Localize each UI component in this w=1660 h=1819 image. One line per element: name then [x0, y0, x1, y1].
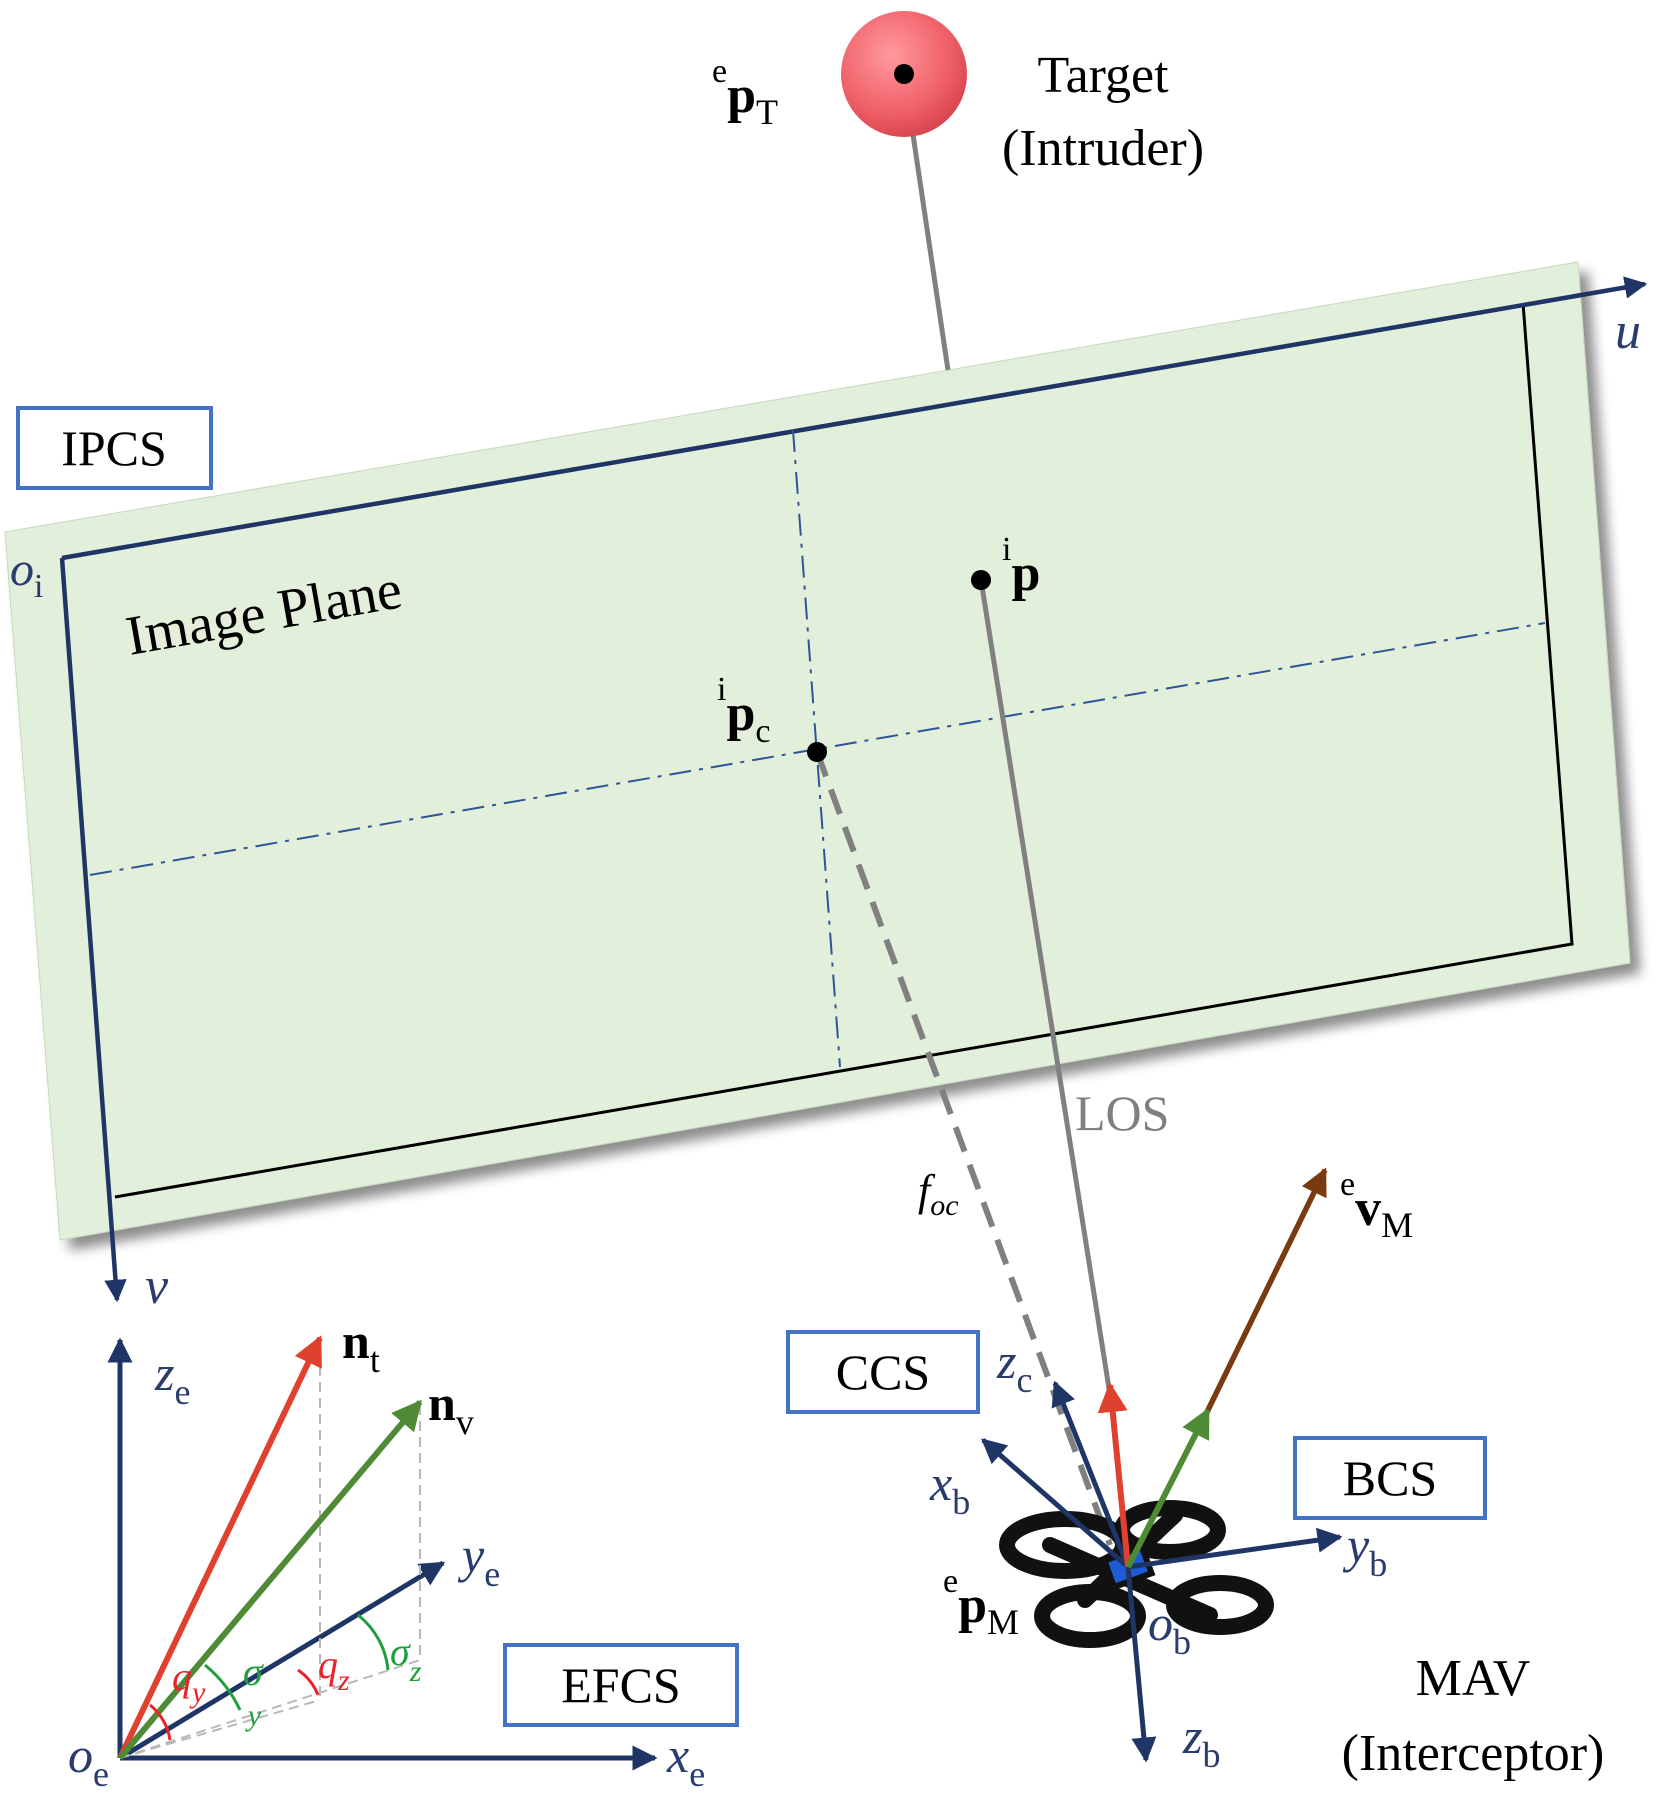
target-title-line2: (Intruder) — [1002, 120, 1204, 177]
mav-los-direction-arrow — [1097, 1382, 1131, 1568]
focal-label: foc — [918, 1166, 959, 1222]
image-point-pc — [807, 742, 827, 762]
yb-axis — [1127, 1527, 1343, 1570]
mav-title-line1: MAV — [1416, 1650, 1531, 1707]
target-position-label: epT — [712, 53, 778, 132]
projection-guides — [119, 1350, 421, 1759]
ze-label: ze — [154, 1345, 190, 1412]
bcs-label: BCS — [1343, 1450, 1438, 1506]
zb-label: zb — [1182, 1708, 1220, 1775]
target-point — [894, 64, 914, 84]
mav-quadrotor-icon — [999, 1500, 1274, 1648]
zc-label: zc — [996, 1333, 1032, 1400]
zc-axis — [1051, 1380, 1131, 1568]
v-label: v — [145, 1258, 169, 1315]
origin-oi-label: oi — [10, 543, 43, 605]
sigma-z-arc — [357, 1613, 390, 1671]
image-frame-right-bottom — [114, 302, 1574, 1199]
velocity-vector — [1205, 1167, 1328, 1412]
los-label: LOS — [1075, 1085, 1169, 1141]
xe-label: xe — [666, 1727, 705, 1794]
nt-vector — [117, 1335, 323, 1760]
image-point-pc-label: ipc — [717, 671, 770, 750]
oe-label: oe — [68, 1727, 109, 1794]
qy-label: qy — [172, 1654, 206, 1709]
image-point-p-label: ip — [1002, 531, 1040, 602]
ye-axis — [118, 1560, 446, 1761]
u-label: u — [1615, 303, 1641, 360]
xb-label: xb — [929, 1455, 970, 1522]
image-center-line-horizontal — [89, 622, 1546, 876]
mav-position-label: epM — [943, 1563, 1019, 1642]
nt-label: nt — [342, 1313, 380, 1380]
nv-vector — [117, 1399, 423, 1760]
qy-arc — [149, 1703, 172, 1741]
image-point-p — [971, 570, 991, 590]
efcs-label: EFCS — [561, 1657, 681, 1713]
nv-label: nv — [428, 1375, 474, 1442]
v-axis — [59, 557, 127, 1303]
qz-label: qz — [318, 1642, 350, 1697]
ipcs-box — [16, 406, 213, 490]
ye-label: ye — [457, 1527, 500, 1594]
ccs-label: CCS — [836, 1344, 931, 1400]
mav-velocity-direction-arrow — [1125, 1407, 1211, 1569]
mav-title-line2: (Interceptor) — [1342, 1725, 1605, 1782]
ccs-box — [786, 1330, 980, 1414]
xb-axis — [981, 1438, 1130, 1569]
ipcs-label: IPCS — [61, 420, 167, 476]
zb-axis — [1125, 1566, 1157, 1763]
yb-label: yb — [1342, 1517, 1387, 1584]
ob-label: ob — [1148, 1595, 1191, 1662]
efcs-box — [503, 1643, 739, 1727]
los-line — [978, 579, 1117, 1421]
sigma-z-label: σz — [390, 1629, 422, 1688]
qz-arc — [297, 1668, 320, 1696]
u-axis — [61, 276, 1648, 561]
focal-length-line — [814, 750, 1113, 1547]
velocity-label: evM — [1340, 1166, 1413, 1245]
bcs-box — [1293, 1436, 1487, 1520]
target-title-line1: Target — [1037, 47, 1169, 104]
sigma-y-arc — [204, 1663, 242, 1711]
